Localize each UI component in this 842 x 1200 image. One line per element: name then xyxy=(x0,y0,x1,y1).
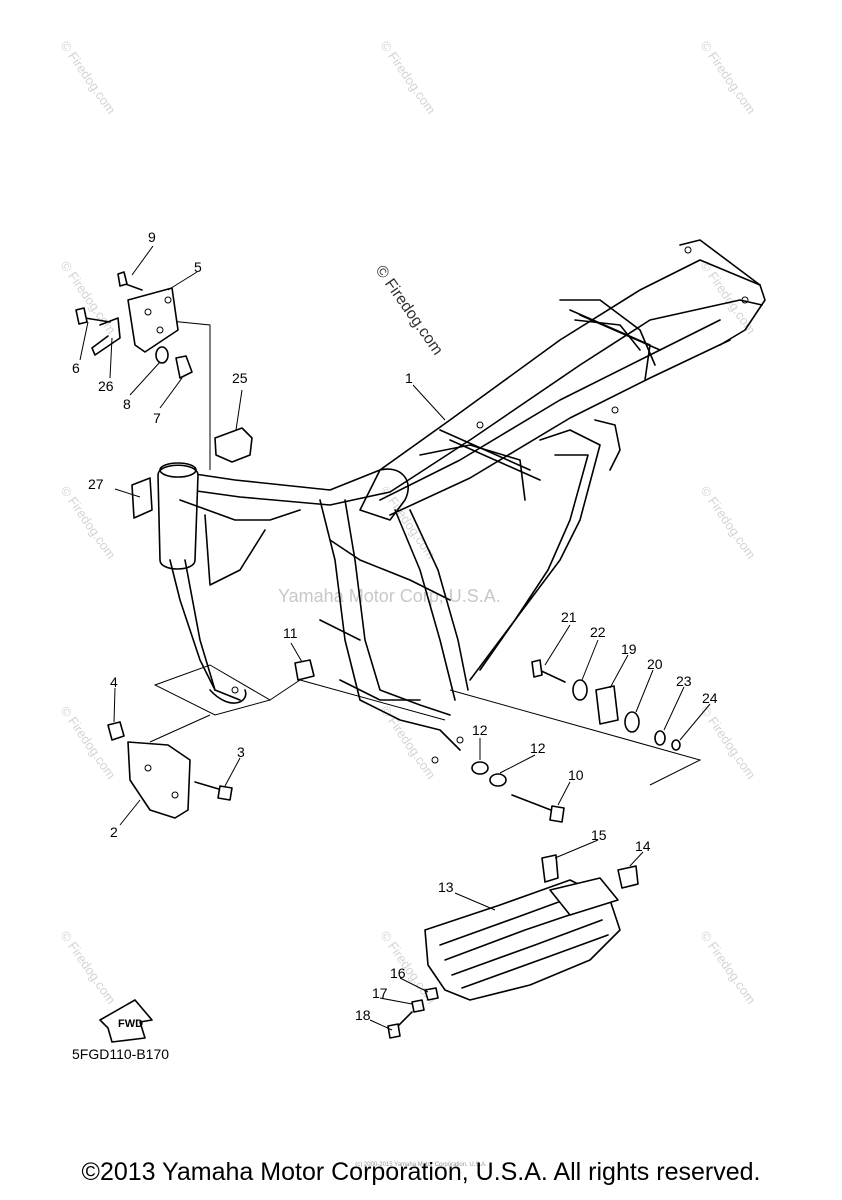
callout-22: 22 xyxy=(590,624,606,640)
callout-3: 3 xyxy=(237,744,245,760)
watermark: © Firedog.com xyxy=(698,483,759,562)
callout-20: 20 xyxy=(647,656,663,672)
frame xyxy=(157,239,766,764)
leader-lines xyxy=(79,245,711,1031)
callout-18: 18 xyxy=(355,1007,371,1023)
watermark: © Firedog.com xyxy=(378,483,439,562)
center-watermark: Yamaha Motor Corp, U.S.A. xyxy=(278,586,501,606)
callout-19: 19 xyxy=(621,641,637,657)
label-sticker xyxy=(131,477,153,519)
watermark: © Firedog.com xyxy=(58,928,119,1007)
fwd-arrow-icon: FWD xyxy=(99,999,153,1043)
clip-part xyxy=(214,427,253,463)
callout-2: 2 xyxy=(110,824,118,840)
callout-23: 23 xyxy=(676,673,692,689)
diagram-code: 5FGD110-B170 xyxy=(72,1046,170,1062)
callout-6: 6 xyxy=(72,360,80,376)
callout-21: 21 xyxy=(561,609,577,625)
watermark: © Firedog.com xyxy=(58,483,119,562)
callout-27: 27 xyxy=(88,476,104,492)
callout-1: 1 xyxy=(405,370,413,386)
watermark: © Firedog.com xyxy=(58,38,119,117)
watermark: © Firedog.com xyxy=(58,258,119,337)
callout-12b: 12 xyxy=(530,740,546,756)
bracket-assembly xyxy=(75,271,193,379)
callout-7: 7 xyxy=(153,410,161,426)
callout-10: 10 xyxy=(568,767,584,783)
callouts: 1 2 3 4 5 6 7 8 9 10 11 12 12 13 14 15 1… xyxy=(72,229,718,1023)
watermark: © Firedog.com xyxy=(372,263,446,359)
callout-11: 11 xyxy=(283,625,298,641)
callout-14: 14 xyxy=(635,838,651,854)
callout-17: 17 xyxy=(372,985,388,1001)
callout-16: 16 xyxy=(390,965,406,981)
callout-8: 8 xyxy=(123,396,131,412)
watermark: © Firedog.com xyxy=(698,703,759,782)
watermark: © Firedog.com xyxy=(698,258,759,337)
callout-24: 24 xyxy=(702,690,718,706)
callout-13: 13 xyxy=(438,879,454,895)
tiny-note: (c) 2000-2015 Yamaha Motor Corporation, … xyxy=(355,1162,487,1168)
watermark: © Firedog.com xyxy=(378,38,439,117)
callout-25: 25 xyxy=(232,370,248,386)
lower-bracket xyxy=(107,659,315,819)
watermark: © Firedog.com xyxy=(698,928,759,1007)
fwd-label: FWD xyxy=(118,1018,143,1030)
callout-15: 15 xyxy=(591,827,607,843)
callout-5: 5 xyxy=(194,259,202,275)
watermark: © Firedog.com xyxy=(58,703,119,782)
callout-4: 4 xyxy=(110,674,118,690)
watermark: © Firedog.com xyxy=(698,38,759,117)
mount-hardware xyxy=(471,659,681,823)
callout-9: 9 xyxy=(148,229,156,245)
skid-plate xyxy=(387,854,639,1039)
copyright-notice: ©2013 Yamaha Motor Corporation, U.S.A. A… xyxy=(81,1158,761,1186)
watermark: © Firedog.com xyxy=(378,703,439,782)
callout-26: 26 xyxy=(98,378,114,394)
callout-12a: 12 xyxy=(472,722,488,738)
